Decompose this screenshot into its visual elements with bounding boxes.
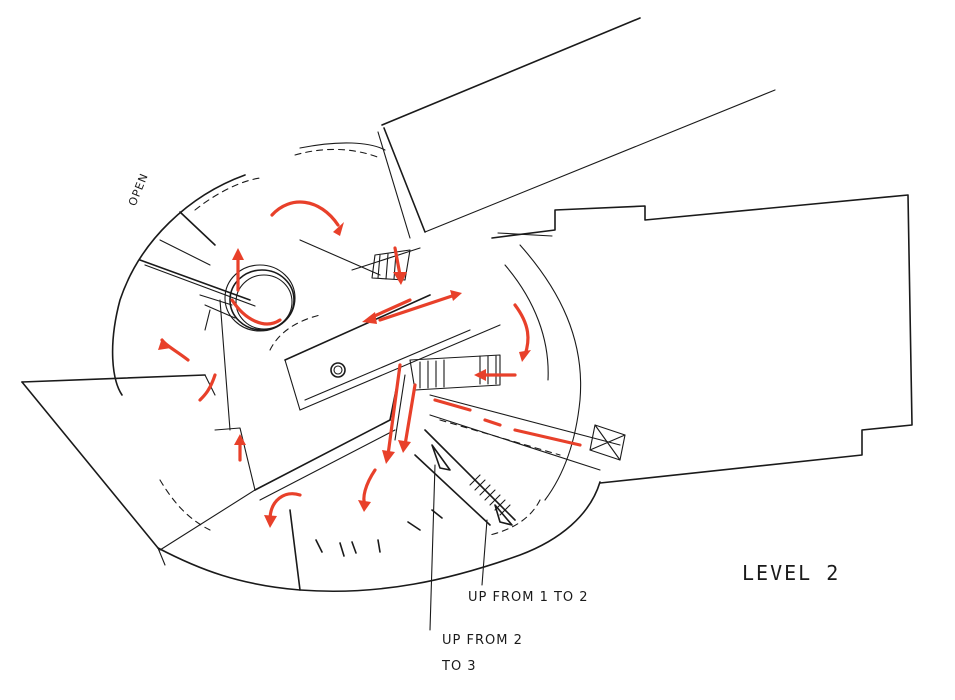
stair-label-up-1-to-2: UP FROM 1 TO 2 [468, 590, 589, 605]
circulation-arrows [158, 200, 582, 528]
west-wing-outline [21, 374, 256, 566]
east-wing-outline [491, 194, 913, 484]
stair-up-2-to-3 [371, 249, 501, 391]
stair-label-up-2-to-3-line1: UP FROM 2 [442, 633, 523, 648]
label-leaders [429, 464, 488, 631]
north-wing-outline [377, 17, 776, 239]
east-ramp [429, 394, 626, 471]
stair-up-1-to-2 [414, 429, 516, 526]
round-void [199, 264, 296, 332]
level-title: LEVEL 2 [742, 561, 841, 585]
stair-label-up-2-to-3-line2: TO 3 [442, 659, 477, 674]
circular-plan-outline [111, 142, 601, 593]
stair-label-up-2-to-3: UP FROM 2 TO 3 [442, 628, 523, 680]
central-ramp [284, 239, 501, 411]
